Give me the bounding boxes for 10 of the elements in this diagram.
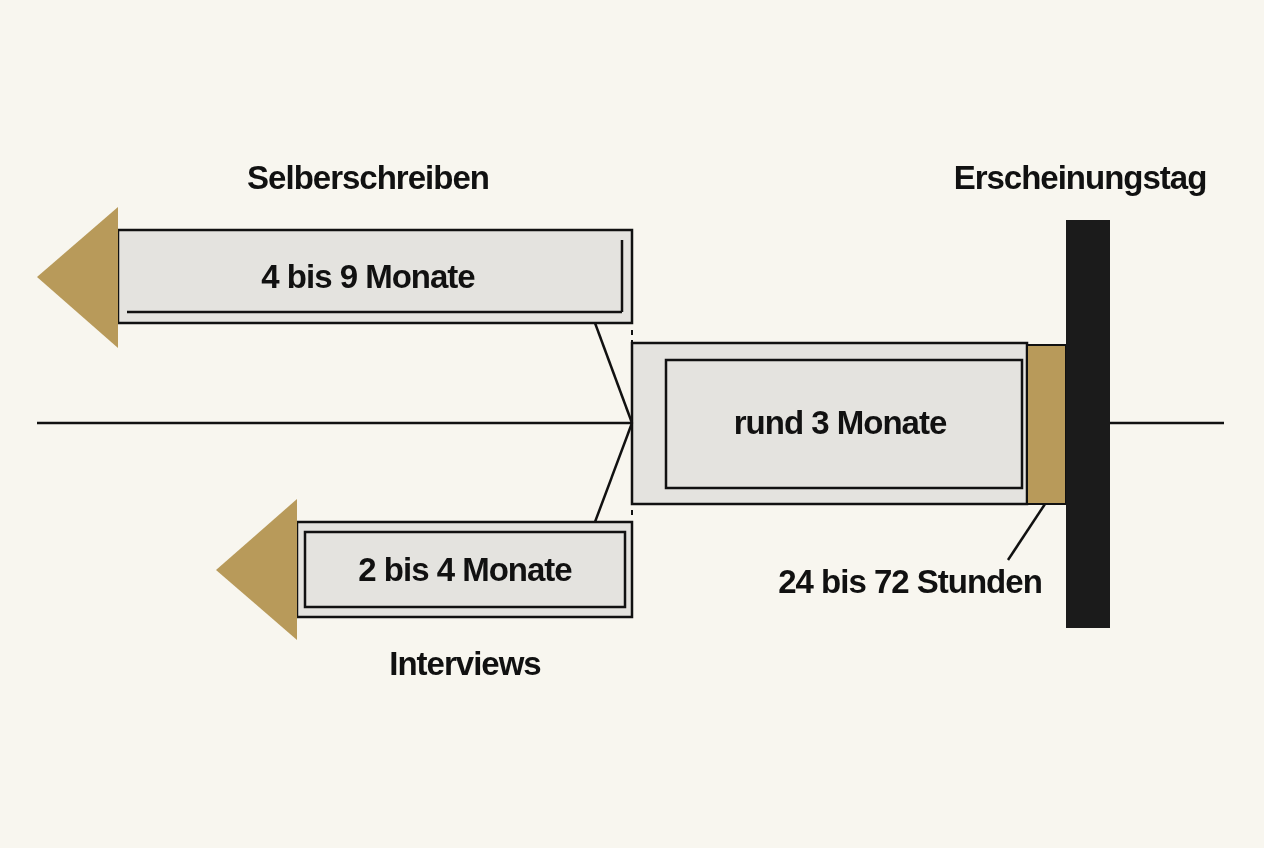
connector-line — [593, 322, 634, 424]
duration-label: 24 bis 72 Stunden — [778, 562, 1042, 602]
bar-title: Erscheinungstag — [953, 158, 1207, 198]
leader-line — [1006, 503, 1047, 561]
band-title: Interviews — [389, 644, 541, 684]
duration-label: rund 3 Monate — [733, 403, 947, 443]
duration-label: 2 bis 4 Monate — [358, 550, 572, 590]
connector-line — [593, 422, 634, 523]
duration-label: 4 bis 9 Monate — [261, 257, 475, 297]
band-title: Selberschreiben — [247, 158, 489, 198]
